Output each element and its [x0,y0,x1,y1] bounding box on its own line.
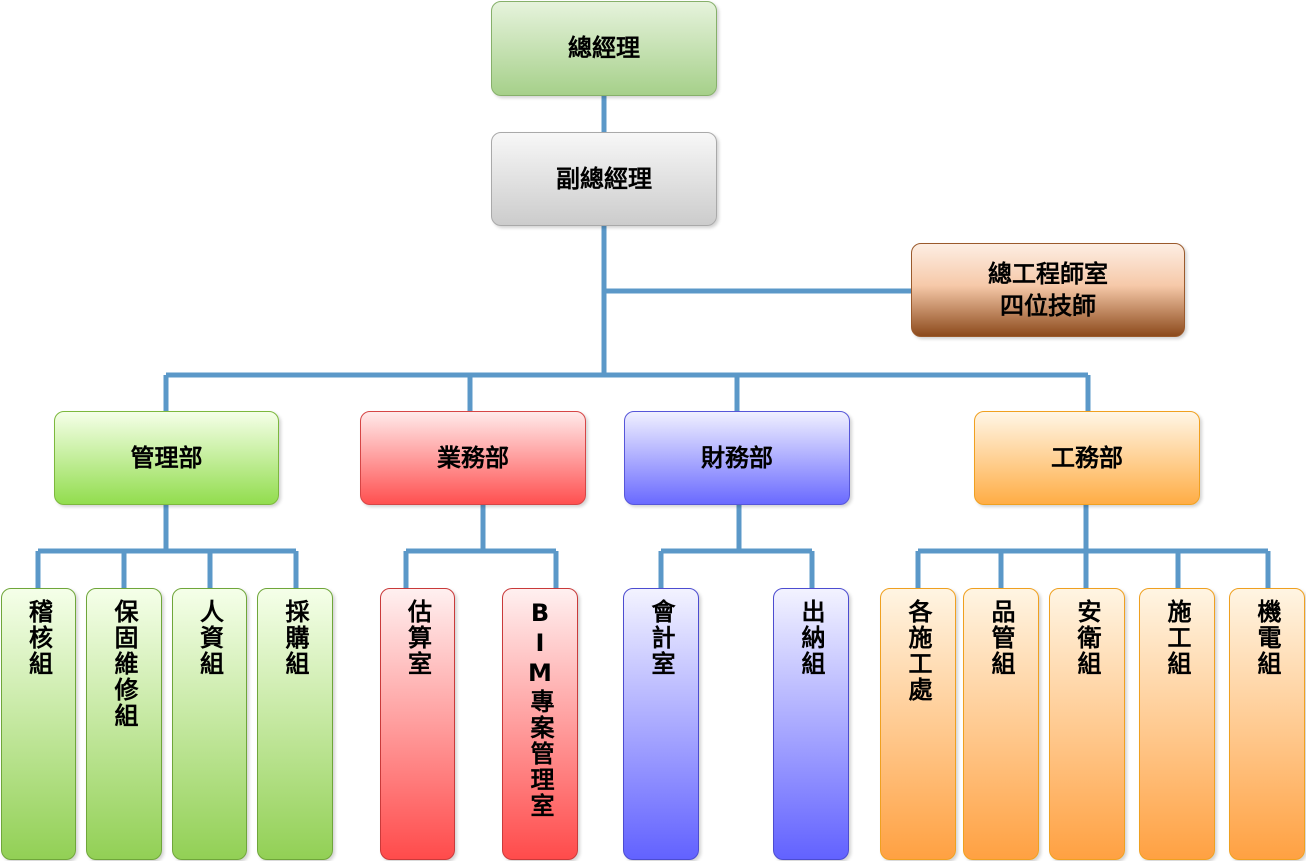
chief-engineer-office-box: 總工程師室 四位技師 [911,243,1185,337]
unit-label: 安衛組 [1073,599,1101,677]
dept-label: 工務部 [1051,443,1123,472]
unit-hr-box: 人資組 [172,588,247,860]
management-dept-box: 管理部 [54,411,279,505]
unit-procurement-box: 採購組 [257,588,333,860]
unit-label: 估算室 [403,599,432,677]
general-manager-box: 總經理 [491,1,717,96]
unit-label: BIM專案管理室 [526,599,554,819]
engineering-dept-box: 工務部 [974,411,1200,505]
unit-accounting-box: 會計室 [623,588,699,860]
unit-label: 稽核組 [24,599,53,677]
unit-estimation-box: 估算室 [380,588,455,860]
deputy-general-manager-box: 副總經理 [491,132,717,226]
unit-construction-box: 施工組 [1139,588,1215,860]
deputy-general-manager-label: 副總經理 [556,164,652,193]
unit-label: 保固維修組 [110,599,138,729]
unit-cashier-box: 出納組 [773,588,849,860]
finance-dept-box: 財務部 [624,411,850,505]
business-dept-box: 業務部 [360,411,586,505]
unit-label: 採購組 [281,599,309,677]
unit-label: 出納組 [797,599,825,677]
unit-label: 人資組 [195,599,224,677]
general-manager-label: 總經理 [568,34,640,63]
unit-mep-box: 機電組 [1229,588,1305,860]
dept-label: 業務部 [437,443,509,472]
dept-label: 財務部 [701,443,773,472]
chief-engineer-office-label: 總工程師室 [988,259,1108,288]
unit-safety-box: 安衛組 [1049,588,1125,860]
dept-label: 管理部 [130,443,203,472]
unit-label: 會計室 [647,599,675,677]
unit-audit-box: 稽核組 [1,588,76,860]
unit-label: 品管組 [987,599,1015,677]
unit-label: 各施工處 [904,599,932,703]
chief-engineer-members-label: 四位技師 [1000,292,1096,320]
unit-label: 施工組 [1163,599,1191,677]
unit-warranty-maintenance-box: 保固維修組 [86,588,162,860]
unit-quality-control-box: 品管組 [963,588,1039,860]
unit-construction-offices-box: 各施工處 [880,588,956,860]
unit-label: 機電組 [1253,599,1281,677]
unit-bim-pm-box: BIM專案管理室 [502,588,578,860]
